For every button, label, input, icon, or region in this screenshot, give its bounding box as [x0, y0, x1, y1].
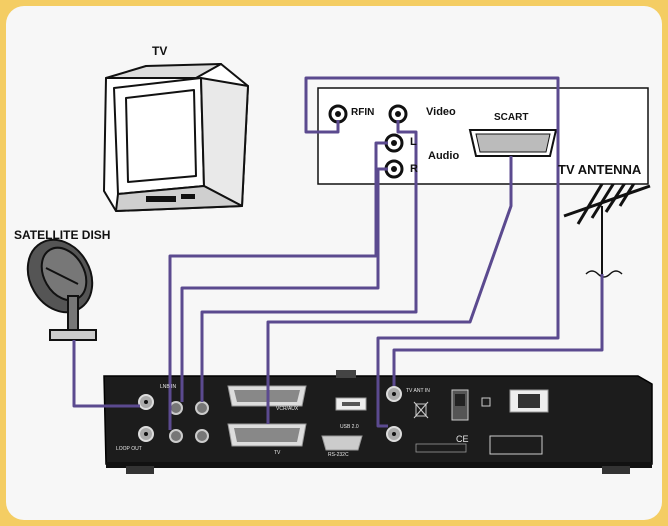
double-insulation-icon	[481, 397, 491, 407]
lnb-in-label: LNB IN	[160, 384, 177, 390]
loop-out-connector	[138, 426, 154, 442]
ce-mark: CE	[456, 434, 469, 444]
satellite-dish-icon	[26, 238, 97, 341]
rfin-label: RFIN	[351, 107, 375, 118]
waste-bin-icon	[413, 401, 429, 419]
audio-r-cable	[180, 167, 388, 402]
dish-cable	[72, 340, 140, 408]
satellite-dish-label: SATELLITE DISH	[14, 228, 111, 242]
warning-label	[489, 435, 543, 455]
audio-l-jack	[384, 133, 404, 153]
rs232-port	[321, 435, 363, 451]
tv-ant-in-label: TV ANT IN	[406, 388, 430, 394]
l-label: L	[410, 136, 417, 148]
rs232-label: RS-232C	[328, 452, 349, 458]
tv-scart-socket	[468, 129, 558, 157]
tv-icon	[103, 63, 249, 212]
vcr-scart-label: VCR/AUX	[276, 406, 299, 412]
rf-out-connector	[386, 426, 402, 442]
scart-label: SCART	[494, 112, 529, 123]
tv-antenna-label: TV ANTENNA	[558, 162, 642, 177]
usb-port	[335, 397, 367, 411]
video-jack	[388, 104, 408, 124]
tv-scart-label: TV	[274, 450, 281, 456]
power-switch	[451, 389, 469, 421]
audio-label: Audio	[428, 150, 460, 162]
r-label: R	[410, 163, 418, 175]
video-label: Video	[426, 106, 456, 118]
lnb-in-connector	[138, 394, 154, 410]
rf-cable	[304, 76, 560, 428]
connection-diagram	[26, 63, 653, 474]
rfin-jack	[328, 104, 348, 124]
scart-cable	[266, 156, 513, 424]
rca-audio-video-connectors	[169, 401, 209, 443]
antenna-cable	[392, 274, 604, 386]
tv-scart-connector	[227, 423, 307, 447]
tv-ant-in-connector	[386, 386, 402, 402]
video-cable	[200, 120, 418, 402]
audio-r-jack	[384, 159, 404, 179]
cables	[72, 76, 604, 430]
power-socket	[509, 389, 549, 413]
serial-label	[415, 443, 467, 453]
audio-l-cable	[168, 141, 388, 430]
usb-label: USB 2.0	[340, 424, 359, 430]
loop-out-label: LOOP OUT	[116, 446, 142, 452]
tv-label: TV	[152, 44, 168, 58]
diagram-frame: TV SATELLITE DISH TV ANTENNA RFIN Video …	[6, 6, 662, 520]
